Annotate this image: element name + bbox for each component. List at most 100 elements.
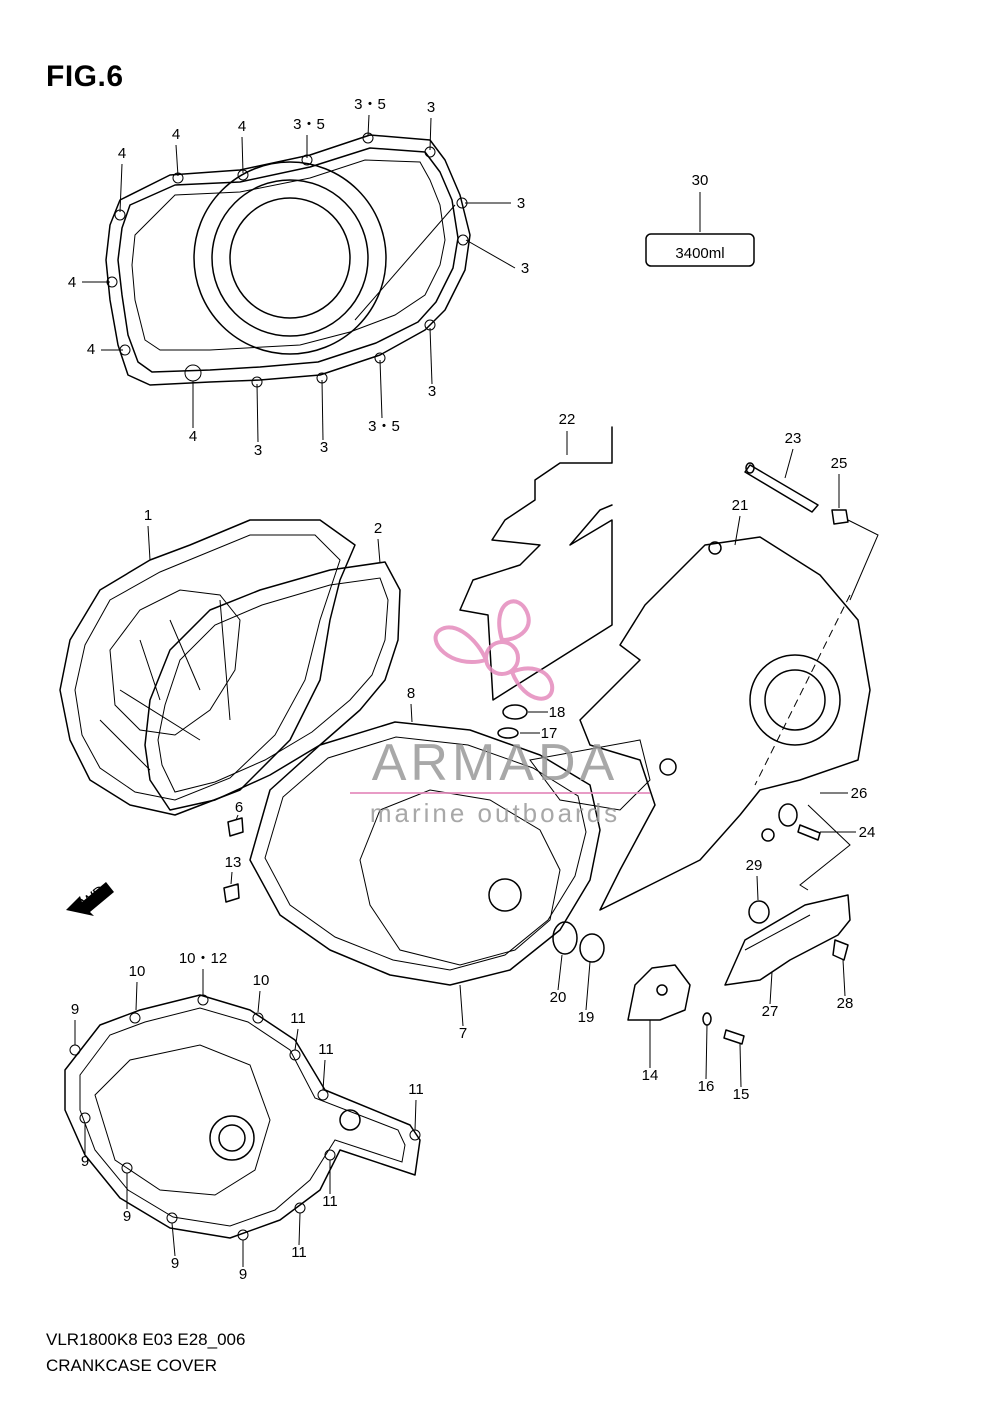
leader-line	[784, 448, 794, 479]
callout-top-gasket: 3	[517, 195, 525, 212]
leader-line	[119, 163, 123, 213]
dowel-6	[227, 817, 244, 837]
leader-line	[379, 359, 383, 419]
callout-top-gasket: 3	[320, 439, 328, 456]
watermark: ARMADA marine outboards	[350, 599, 650, 828]
leader-line	[842, 959, 846, 997]
washer-16	[702, 1012, 712, 1026]
o-ring-17	[497, 727, 519, 739]
plug-19	[579, 933, 605, 963]
callout-main: 25	[831, 455, 848, 472]
callout-main: 9	[71, 1001, 79, 1018]
bolt-28	[832, 939, 849, 961]
callout-main: 11	[318, 1041, 334, 1058]
callout-top-gasket: 4	[172, 126, 180, 143]
grommet-26	[778, 803, 798, 827]
callout-main: 18	[549, 704, 566, 721]
dowel-pin-23	[744, 462, 819, 513]
watermark-tagline: marine outboards	[370, 798, 620, 828]
leader-25-21	[847, 519, 879, 601]
leader-line	[705, 1024, 708, 1080]
cover-guard-21	[579, 536, 871, 911]
watermark-brand: ARMADA	[372, 734, 618, 792]
callout-top-gasket: 4	[189, 428, 197, 445]
callout-main: 27	[762, 1003, 779, 1020]
leader-line	[175, 144, 179, 177]
callout-main: 9	[123, 1208, 131, 1225]
leader-line	[429, 327, 433, 385]
callout-main: 2	[374, 520, 382, 537]
callout-main: 30	[692, 172, 709, 189]
leader-line	[321, 379, 324, 441]
leader-line	[294, 1028, 299, 1051]
callout-main: 23	[785, 430, 802, 447]
leader-line	[230, 871, 233, 885]
dowel-13	[223, 883, 240, 903]
section-name: CRANKCASE COVER	[46, 1356, 217, 1375]
clutch-cover-gasket	[64, 994, 421, 1241]
cap-14	[627, 964, 691, 1021]
leader-line	[410, 703, 413, 723]
leader-line	[429, 117, 432, 151]
o-ring-20	[552, 921, 578, 955]
callout-main: 11	[291, 1244, 307, 1261]
leader-line	[235, 814, 239, 821]
callout-main: 10	[129, 963, 146, 980]
callout-main: 14	[642, 1067, 659, 1084]
callout-top-gasket: 4	[68, 274, 76, 291]
leader-line	[298, 1212, 301, 1246]
callout-top-gasket: 3・5	[354, 96, 386, 113]
bolt-24	[797, 824, 821, 841]
callout-main: 9	[239, 1266, 247, 1283]
callout-main: 8	[407, 685, 415, 702]
washer-29	[748, 900, 770, 924]
leader-line	[557, 954, 563, 991]
callout-main: 28	[837, 995, 854, 1012]
callout-main: 20	[550, 989, 567, 1006]
plug-18	[502, 704, 528, 720]
leader-line	[769, 971, 773, 1005]
callout-main: 11	[322, 1193, 338, 1210]
callout-main: 16	[698, 1078, 715, 1095]
leader-line	[465, 239, 516, 269]
callout-main: 9	[81, 1153, 89, 1170]
callout-top-gasket: 4	[87, 341, 95, 358]
sealant-part-30: 3400ml	[645, 233, 755, 267]
propeller-logo-icon	[433, 599, 555, 701]
callout-main: 19	[578, 1009, 595, 1026]
callout-main: 9	[171, 1255, 179, 1272]
callout-main: 10	[253, 972, 270, 989]
leader-line	[171, 1222, 176, 1257]
outer-cover-gasket	[105, 132, 471, 388]
callout-main: 29	[746, 857, 763, 874]
callout-top-gasket: 4	[118, 145, 126, 162]
leader-line	[367, 114, 370, 137]
crankcase-cover-1	[59, 519, 356, 816]
leader-line	[459, 984, 464, 1027]
callout-top-gasket: 3・5	[293, 116, 325, 133]
leader-line	[734, 515, 741, 546]
callout-main: 1	[144, 507, 152, 524]
callout-main: 17	[541, 725, 558, 742]
leader-line	[322, 1059, 326, 1091]
leader-line	[147, 525, 151, 561]
sealant-label: 3400ml	[675, 245, 724, 262]
callout-main: 15	[733, 1086, 750, 1103]
leader-line	[256, 383, 259, 443]
model-code: VLR1800K8 E03 E28_006	[46, 1330, 246, 1349]
leader-line	[241, 136, 244, 174]
leader-line	[414, 1099, 417, 1131]
callout-top-gasket: 3	[428, 383, 436, 400]
callout-top-gasket: 3	[254, 442, 262, 459]
callout-main: 11	[408, 1081, 424, 1098]
gasket-2	[144, 561, 401, 811]
callout-top-gasket: 3	[427, 99, 435, 116]
callout-main: 13	[225, 854, 242, 871]
leader-line	[377, 538, 381, 564]
leader-24-27	[799, 804, 851, 891]
callout-main: 21	[732, 497, 749, 514]
callout-main: 11	[290, 1010, 306, 1027]
